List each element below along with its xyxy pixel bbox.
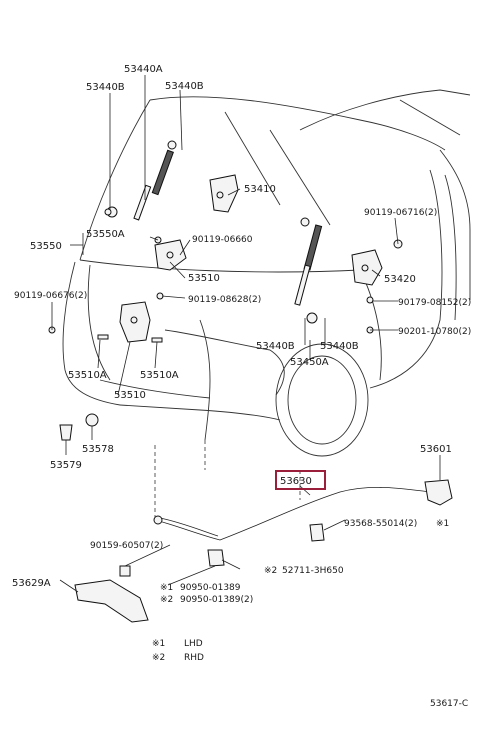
callout-53550: 53550 <box>30 241 62 252</box>
callout-93568-55014: 93568-55014(2) <box>344 519 417 529</box>
figure-id: 53617-C <box>430 699 468 709</box>
callout-53510-lower: 53510 <box>114 390 146 401</box>
hood-hinge-right <box>351 249 383 286</box>
callout-53629A: 53629A <box>12 578 51 589</box>
callout-90950-01389b-mark: ※2 <box>160 595 173 605</box>
callout-90950-01389: 90950-01389 <box>180 583 241 593</box>
drive-side-legend: ※1 LHD ※2 RHD <box>152 639 204 663</box>
callout-53630: 53630 <box>280 476 312 487</box>
callout-52711-mark: ※2 <box>264 566 277 576</box>
hood-release-cable <box>119 479 453 577</box>
callout-53510A-left: 53510A <box>68 370 107 381</box>
callout-90119-06676: 90119-06676(2) <box>14 291 87 301</box>
callout-53440B-lower-left: 53440B <box>256 341 295 352</box>
callout-52711-3H650: 52711-3H650 <box>282 566 344 576</box>
legend-rhd-mark: ※2 <box>152 653 165 663</box>
callout-53579: 53579 <box>50 460 82 471</box>
callout-90950-01389b: 90950-01389(2) <box>180 595 253 605</box>
callout-53440B-top-right: 53440B <box>165 81 204 92</box>
hood-release-handle <box>74 579 149 623</box>
callout-90119-06716: 90119-06716(2) <box>364 208 437 218</box>
callout-90179-08152: 90179-08152(2) <box>398 298 471 308</box>
callout-53440B-lower-right: 53440B <box>320 341 359 352</box>
callout-53510-upper: 53510 <box>188 273 220 284</box>
callout-53440B-top-left: 53440B <box>86 82 125 93</box>
hood-lock-assembly <box>119 239 187 343</box>
callout-53420: 53420 <box>384 274 416 285</box>
callout-53410: 53410 <box>244 184 276 195</box>
callout-labels: 53440A 53440B 53440B 53410 90119-06716(2… <box>12 64 471 605</box>
callout-53440A: 53440A <box>124 64 163 75</box>
legend-lhd-text: LHD <box>184 639 203 649</box>
callout-90201-10780: 90201-10780(2) <box>398 327 471 337</box>
callout-53578: 53578 <box>82 444 114 455</box>
legend-lhd-mark: ※1 <box>152 639 165 649</box>
callout-53450A: 53450A <box>290 357 329 368</box>
callout-53550A: 53550A <box>86 229 125 240</box>
callout-90159-60507: 90159-60507(2) <box>90 541 163 551</box>
callout-90950-01389-mark: ※1 <box>160 583 173 593</box>
hood-strut-right <box>294 217 323 324</box>
fasteners <box>48 208 403 441</box>
hood-hinge-left <box>209 174 239 213</box>
callout-90119-06660: 90119-06660 <box>192 235 253 245</box>
callout-53630-highlight <box>275 470 326 490</box>
callout-90119-08628: 90119-08628(2) <box>188 295 261 305</box>
leader-lines <box>51 75 441 593</box>
vehicle-body-outline <box>62 89 471 520</box>
hood-strut-left <box>106 140 177 221</box>
legend-rhd-text: RHD <box>184 653 204 663</box>
callout-53510A-right: 53510A <box>140 370 179 381</box>
callout-93568-note: ※1 <box>436 519 449 529</box>
callout-53601: 53601 <box>420 444 452 455</box>
